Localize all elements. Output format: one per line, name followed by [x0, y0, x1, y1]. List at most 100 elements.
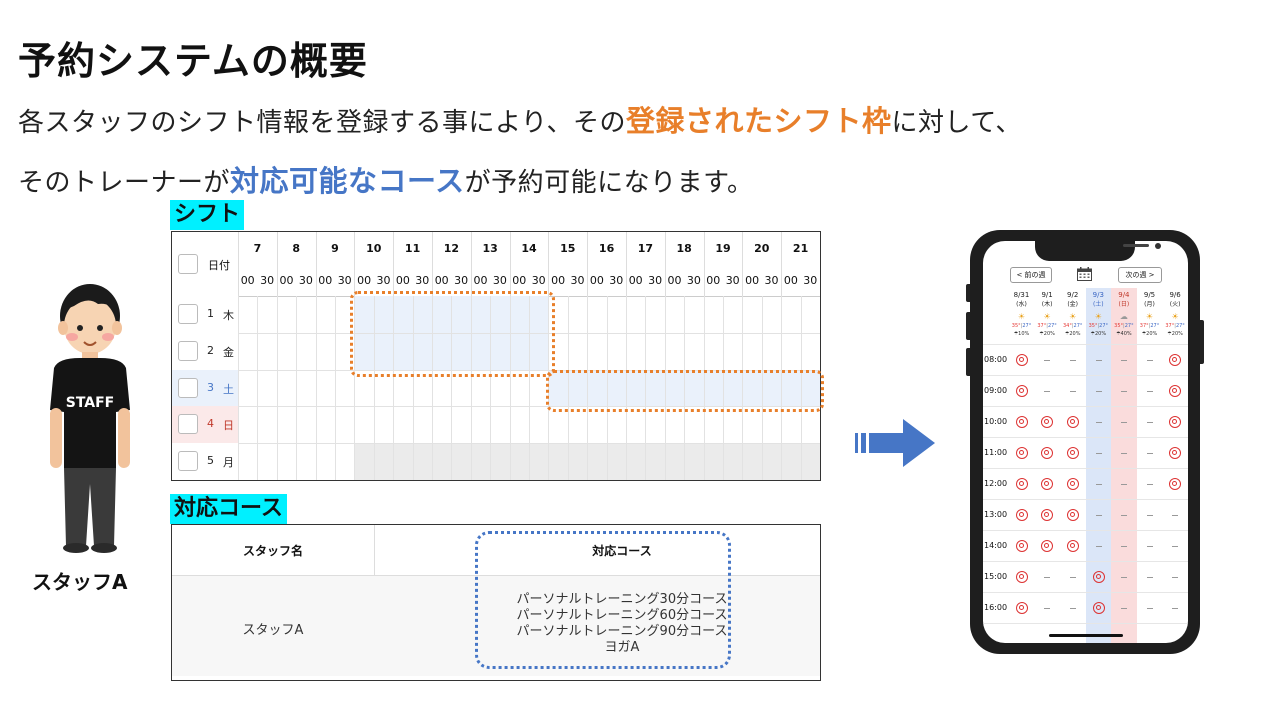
temp-low: 27°	[1124, 323, 1134, 329]
day-checkbox[interactable]	[178, 451, 198, 472]
temperature: 35°|27°	[1088, 323, 1109, 329]
dash-icon	[1121, 391, 1128, 392]
available-slot[interactable]	[1009, 477, 1034, 491]
unavailable-slot	[1060, 384, 1085, 398]
hour-label: 21	[792, 242, 809, 255]
date-header[interactable]: 9/4(日)	[1111, 291, 1136, 309]
available-slot[interactable]	[1009, 570, 1034, 584]
available-slot[interactable]	[1163, 415, 1188, 429]
hour-label: 14	[521, 242, 537, 255]
calendar-icon[interactable]	[1077, 267, 1092, 281]
minute-label: 00	[783, 274, 798, 287]
target-icon	[1015, 385, 1028, 397]
available-slot[interactable]	[1060, 415, 1085, 429]
minute-label: 30	[725, 274, 740, 287]
available-slot[interactable]	[1060, 539, 1085, 553]
minute-label: 00	[745, 274, 760, 287]
date-header-label: 日付	[208, 259, 230, 272]
date-header[interactable]: 9/6(火)	[1163, 291, 1188, 309]
time-label: 16:00	[984, 603, 1008, 612]
unavailable-slot	[1137, 508, 1162, 522]
course-highlight	[475, 531, 731, 669]
minute-label: 30	[686, 274, 701, 287]
available-slot[interactable]	[1035, 477, 1060, 491]
temp-high: 37°	[1165, 323, 1175, 329]
minute-label: 00	[318, 274, 333, 287]
target-icon	[1092, 602, 1105, 614]
available-slot[interactable]	[1163, 446, 1188, 460]
dash-icon	[1146, 422, 1153, 423]
shift-grid	[238, 296, 820, 480]
date-header[interactable]: 9/3(土)	[1086, 291, 1111, 309]
available-slot[interactable]	[1163, 477, 1188, 491]
date-header[interactable]: 9/5(月)	[1137, 291, 1162, 309]
cloud-icon: ☁	[1119, 312, 1128, 321]
available-slot[interactable]	[1060, 446, 1085, 460]
date-label: 9/3	[1092, 291, 1104, 299]
dash-icon	[1146, 484, 1153, 485]
day-checkbox[interactable]	[178, 377, 198, 398]
day-checkbox[interactable]	[178, 414, 198, 435]
unavailable-slot	[1060, 570, 1085, 584]
available-slot[interactable]	[1035, 508, 1060, 522]
available-slot[interactable]	[1086, 570, 1111, 584]
shift-section-label: シフト	[170, 200, 245, 230]
available-slot[interactable]	[1163, 353, 1188, 367]
dash-icon	[1069, 577, 1076, 578]
available-slot[interactable]	[1086, 601, 1111, 615]
available-slot[interactable]	[1060, 477, 1085, 491]
date-header[interactable]: 8/31(水)	[1009, 291, 1034, 309]
unavailable-slot	[1035, 353, 1060, 367]
available-slot[interactable]	[1035, 446, 1060, 460]
available-slot[interactable]	[1009, 384, 1034, 398]
minute-label: 30	[492, 274, 507, 287]
unavailable-slot	[1137, 415, 1162, 429]
available-slot[interactable]	[1035, 415, 1060, 429]
minute-label: 00	[279, 274, 294, 287]
day-checkbox[interactable]	[178, 340, 198, 361]
available-slot[interactable]	[1009, 508, 1034, 522]
shift-slot-highlight-1	[350, 291, 555, 377]
weekend-column	[1085, 288, 1112, 643]
staff-name-cell: スタッフA	[242, 623, 304, 638]
sun-icon: ☀	[1043, 312, 1051, 321]
minute-label: 00	[706, 274, 721, 287]
day-number: 5	[207, 454, 214, 468]
available-slot[interactable]	[1035, 539, 1060, 553]
day-checkbox[interactable]	[178, 304, 198, 324]
dash-icon	[1121, 546, 1128, 547]
time-label: 13:00	[984, 510, 1008, 519]
select-all-checkbox[interactable]	[178, 254, 198, 274]
dash-icon	[1121, 515, 1128, 516]
line1-highlight: 登録されたシフト枠	[625, 104, 892, 138]
available-slot[interactable]	[1009, 446, 1034, 460]
minute-label: 30	[260, 274, 275, 287]
unavailable-slot	[1086, 384, 1111, 398]
unavailable-slot	[1163, 601, 1188, 615]
dash-icon	[1044, 391, 1051, 392]
available-slot[interactable]	[1060, 508, 1085, 522]
date-label: 8/31	[1013, 291, 1030, 299]
hour-label: 17	[637, 242, 654, 255]
temperature: 37°|27°	[1037, 323, 1057, 329]
date-header[interactable]: 9/1(木)	[1035, 291, 1060, 309]
dash-icon	[1146, 453, 1153, 454]
next-week-button[interactable]: 次の週 >	[1118, 267, 1162, 283]
available-slot[interactable]	[1009, 415, 1034, 429]
unavailable-slot	[1086, 508, 1111, 522]
minute-label: 30	[803, 274, 818, 287]
available-slot[interactable]	[1009, 353, 1034, 367]
prev-week-button[interactable]: < 前の週	[1010, 267, 1052, 283]
minute-label: 30	[648, 274, 663, 287]
minute-label: 30	[531, 274, 546, 287]
available-slot[interactable]	[1163, 384, 1188, 398]
temp-high: 35°	[1011, 323, 1021, 329]
target-icon	[1169, 478, 1182, 490]
available-slot[interactable]	[1009, 539, 1034, 553]
course-table-header: スタッフ名 対応コース	[172, 525, 820, 576]
date-header[interactable]: 9/2(金)	[1060, 291, 1085, 309]
available-slot[interactable]	[1009, 601, 1034, 615]
